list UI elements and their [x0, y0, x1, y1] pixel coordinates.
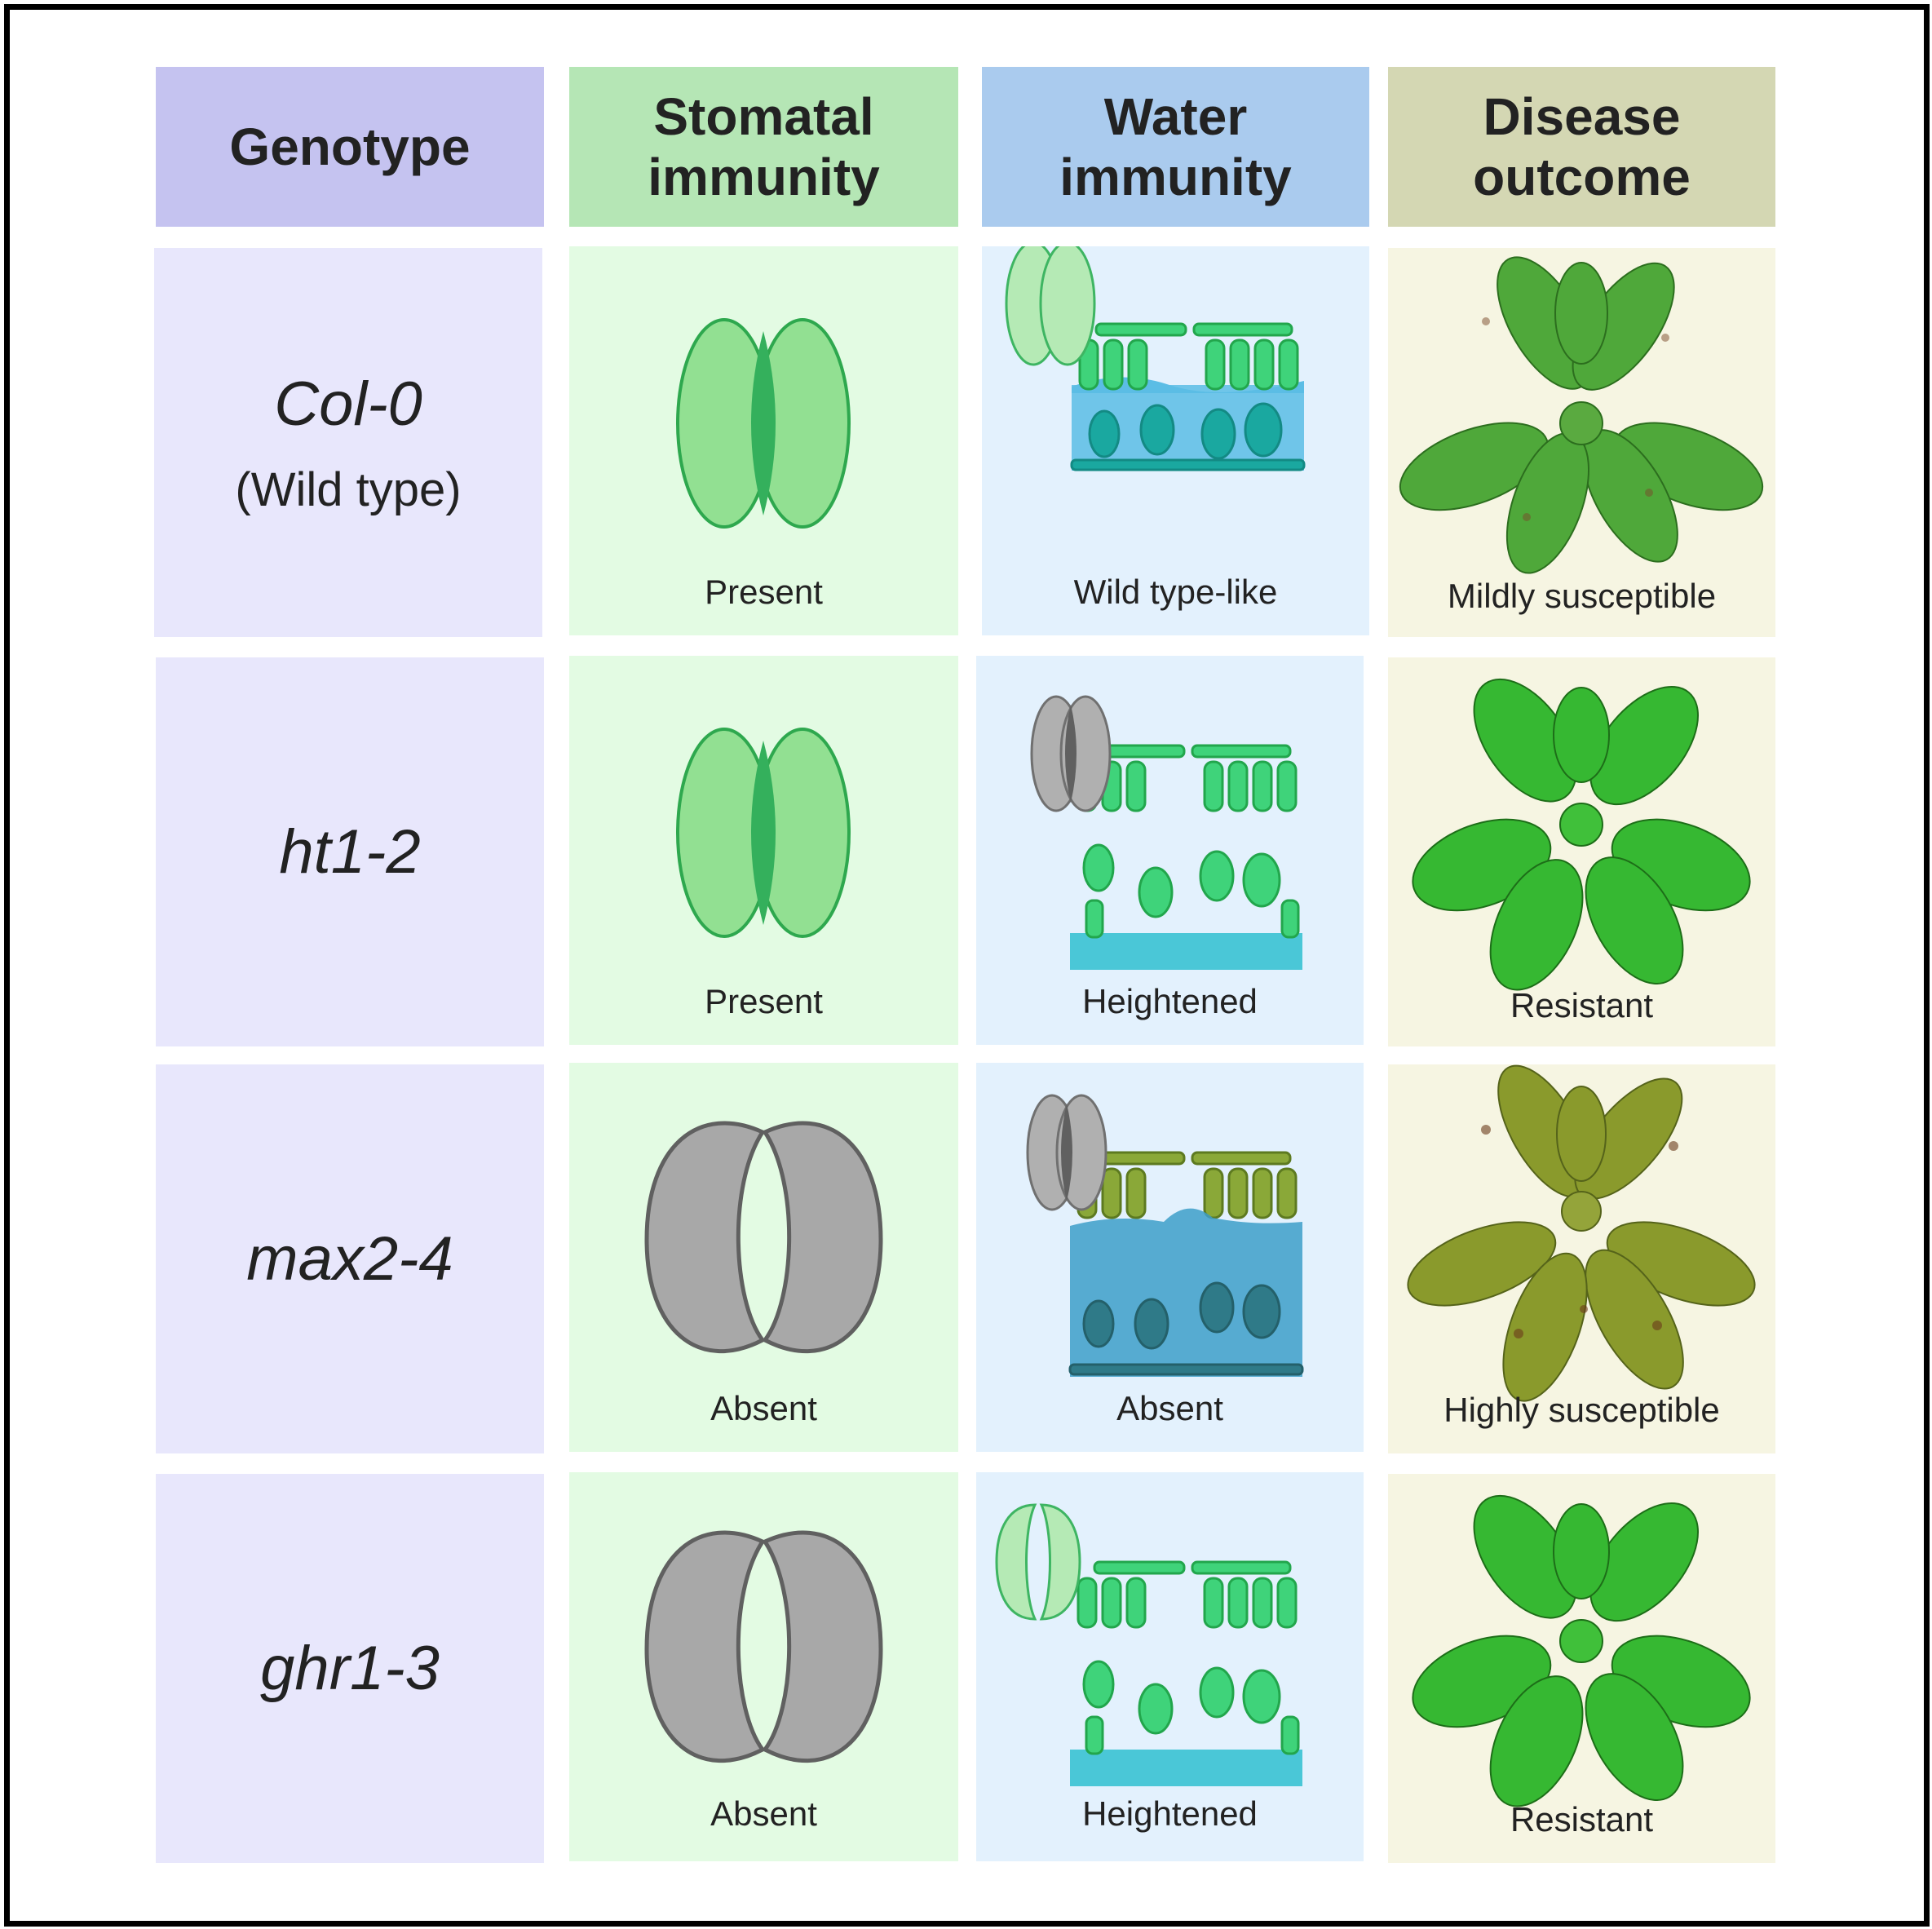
stomatal-cell-ht1-2: Present: [569, 656, 958, 1045]
water-status-label: Heightened: [1082, 1794, 1258, 1833]
water-status-label: Heightened: [1082, 982, 1258, 1020]
genotype-name: Col-0: [274, 369, 422, 439]
rosette-plant-healthy-icon: [1412, 678, 1751, 991]
water-cell-col-0: Wild type-like: [982, 246, 1369, 635]
leaf-tissue-low-water-icon: [995, 1503, 1302, 1786]
stomatal-cell-col-0: Present: [569, 246, 958, 635]
genotype-cell-ghr1-3: ghr1-3: [156, 1474, 544, 1863]
rosette-plant-healthy-icon: [1412, 1494, 1751, 1807]
water-cell-ht1-2: Heightened: [976, 656, 1364, 1045]
genotype-name: ghr1-3: [260, 1634, 440, 1703]
genotype-name: max2-4: [246, 1224, 453, 1294]
disease-status-label: Mildly susceptible: [1447, 577, 1717, 615]
genotype-cell-col-0: Col-0 (Wild type): [154, 248, 542, 637]
rosette-plant-spotted-icon: [1399, 256, 1764, 574]
genotype-cell-ht1-2: ht1-2: [156, 657, 544, 1046]
stomatal-status-label: Present: [705, 982, 823, 1020]
leaf-tissue-flooded-icon: [1026, 1094, 1304, 1377]
stomatal-cell-ghr1-3: Absent: [569, 1472, 958, 1861]
open-stomata-green-icon: [676, 318, 851, 529]
disease-cell-max2-4: Highly susceptible: [1388, 1064, 1775, 1453]
genotype-name: ht1-2: [279, 817, 421, 887]
closed-stomata-grey-icon: [644, 1530, 883, 1763]
genotype-cell-max2-4: max2-4: [156, 1064, 544, 1453]
header-disease-outcome: Disease outcome: [1388, 67, 1775, 227]
disease-cell-col-0: Mildly susceptible: [1388, 248, 1775, 637]
closed-stomata-grey-icon: [644, 1121, 883, 1354]
water-status-label: Absent: [1116, 1389, 1223, 1427]
disease-cell-ht1-2: Resistant: [1388, 657, 1775, 1046]
disease-status-label: Resistant: [1510, 1800, 1654, 1838]
header-water-immunity: Water immunity: [982, 67, 1369, 227]
header-genotype: Genotype: [156, 67, 544, 227]
stomatal-status-label: Present: [705, 573, 823, 611]
leaf-tissue-moderate-water-icon: [1005, 246, 1306, 471]
stomatal-cell-max2-4: Absent: [569, 1063, 958, 1452]
genotype-note: (Wild type): [235, 462, 462, 516]
water-cell-ghr1-3: Heightened: [976, 1472, 1364, 1861]
disease-status-label: Resistant: [1510, 986, 1654, 1024]
disease-cell-ghr1-3: Resistant: [1388, 1474, 1775, 1863]
open-stomata-green-icon: [676, 728, 851, 938]
rosette-plant-diseased-icon: [1407, 1064, 1756, 1402]
water-status-label: Wild type-like: [1073, 573, 1278, 611]
leaf-tissue-low-water-icon: [1030, 695, 1302, 970]
disease-status-label: Highly susceptible: [1443, 1391, 1720, 1429]
header-stomatal-immunity: Stomatal immunity: [569, 67, 958, 227]
stomatal-status-label: Absent: [710, 1389, 817, 1427]
water-cell-max2-4: Absent: [976, 1063, 1364, 1452]
stomatal-status-label: Absent: [710, 1794, 817, 1833]
